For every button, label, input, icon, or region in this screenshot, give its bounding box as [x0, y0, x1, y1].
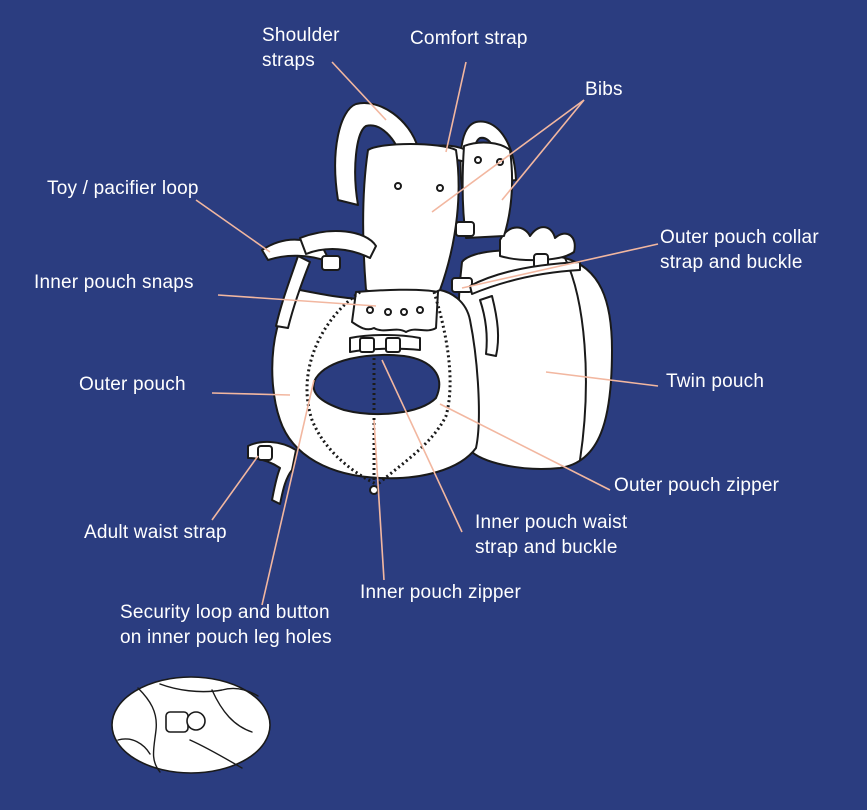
collar-buckle-right: [451, 277, 473, 293]
right-hanging-strap: [479, 295, 500, 357]
label-line: Inner pouch waist: [475, 512, 628, 533]
outer-pouch-zipper-line: [305, 290, 377, 486]
security-loop-detail-icon: [111, 676, 271, 774]
leader-shoulder-straps: [331, 61, 387, 121]
label-toy-pacifier-loop: Toy / pacifier loop: [47, 178, 199, 199]
label-bibs: Bibs: [585, 79, 623, 100]
zippers: [305, 290, 452, 486]
label-inner-pouch-waist: Inner pouch waist strap and buckle: [475, 510, 627, 560]
label-comfort-strap: Comfort strap: [410, 28, 528, 49]
leader-outer-pouch: [211, 392, 291, 396]
label-shoulder-straps: Shoulder straps: [262, 23, 340, 73]
bib-snap: [474, 156, 482, 164]
inner-buckle-left: [359, 337, 375, 353]
label-outer-pouch-zipper: Outer pouch zipper: [614, 475, 780, 496]
outer-pouch-zipper-line-right: [377, 291, 452, 486]
label-twin-pouch: Twin pouch: [666, 371, 765, 392]
leader-collar: [461, 243, 659, 289]
label-line: strap and buckle: [660, 252, 803, 273]
zipper-pull-icon: [369, 485, 379, 495]
baby-carrier-icon: [247, 102, 613, 505]
snap: [366, 306, 374, 314]
side-strap-left: [275, 255, 311, 329]
label-inner-pouch-zipper: Inner pouch zipper: [360, 582, 521, 603]
leader-inner-waist: [381, 359, 463, 533]
label-outer-pouch-collar: Outer pouch collar strap and buckle: [660, 225, 819, 275]
collar-strap-left: [299, 230, 377, 259]
collar-buckle-left: [321, 255, 341, 271]
snap: [416, 306, 424, 314]
leader-inner-zipper: [373, 419, 385, 581]
leader-toy-loop: [195, 199, 271, 253]
label-inner-pouch-snaps: Inner pouch snaps: [34, 272, 194, 293]
label-line: on inner pouch leg holes: [120, 627, 332, 648]
label-line: Shoulder: [262, 25, 340, 46]
label-line: strap and buckle: [475, 537, 618, 558]
leader-bibs-2: [501, 99, 585, 201]
leader-comfort-strap: [445, 61, 467, 153]
leader-twin-pouch: [545, 371, 659, 387]
leader-snaps: [217, 294, 377, 307]
bib-buckle: [455, 221, 475, 237]
inner-buckle-right: [385, 337, 401, 353]
snap: [384, 308, 392, 316]
label-adult-waist-strap: Adult waist strap: [84, 522, 227, 543]
label-security-loop: Security loop and button on inner pouch …: [120, 600, 332, 650]
collar-strap-right: [469, 261, 581, 295]
leader-security-loop: [261, 379, 315, 606]
leader-outer-zipper: [439, 403, 611, 491]
label-line: straps: [262, 50, 315, 71]
label-line: Outer pouch collar: [660, 227, 819, 248]
leader-adult-waist: [211, 455, 259, 521]
label-outer-pouch: Outer pouch: [79, 374, 186, 395]
bib-snap: [394, 182, 402, 190]
leader-lines: [195, 61, 659, 606]
bib-back: [461, 141, 513, 239]
inner-pouch-snap-band: [351, 288, 439, 333]
adult-waist-buckle: [257, 445, 273, 461]
twin-pouch-zipper-seam: [564, 257, 587, 461]
leader-bibs-1: [431, 99, 585, 213]
snap: [400, 308, 408, 316]
leg-hole: [312, 354, 441, 415]
bib-snap: [436, 184, 444, 192]
label-line: Security loop and button: [120, 602, 330, 623]
bib-front: [362, 143, 460, 299]
